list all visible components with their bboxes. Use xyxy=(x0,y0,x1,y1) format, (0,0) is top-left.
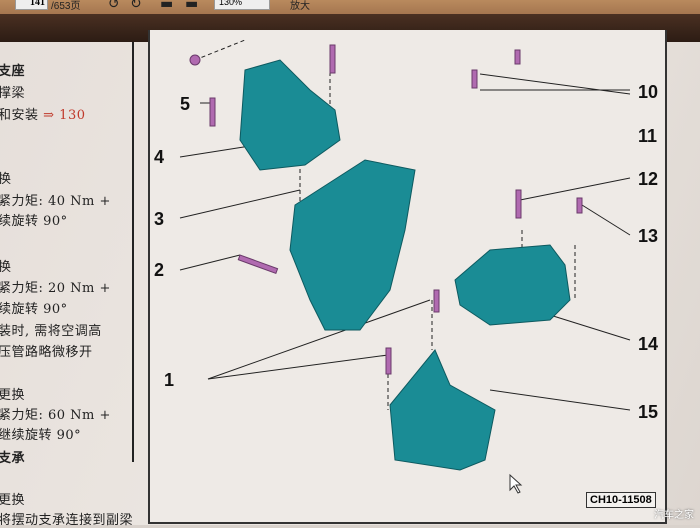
text-line: 装时, 需将空调高 xyxy=(0,324,102,339)
callout-12: 12 xyxy=(638,169,658,189)
text-line: 更换 xyxy=(0,493,26,508)
text-line: 压管路略微移开 xyxy=(0,345,93,360)
callout-2: 2 xyxy=(154,260,164,280)
bolt-head-tl xyxy=(189,54,201,66)
text-line: 续旋转 90° xyxy=(0,214,68,229)
callout-4: 4 xyxy=(154,147,164,167)
callout-11: 11 xyxy=(638,126,657,146)
part-14 xyxy=(454,244,571,326)
text-line: 撑梁 xyxy=(0,86,26,101)
callout-10: 10 xyxy=(638,82,658,102)
bolt-1b xyxy=(385,347,392,375)
text-line: 将摆动支承连接到副梁 xyxy=(0,513,134,528)
column-divider xyxy=(132,42,134,462)
mouse-cursor-icon xyxy=(509,473,523,494)
text-line: 续旋转 90° xyxy=(0,302,68,317)
callout-1: 1 xyxy=(164,370,174,390)
callout-13: 13 xyxy=(638,226,658,246)
bolt-13 xyxy=(576,197,583,214)
text-line: 紧力矩: 40 Nm + xyxy=(0,194,111,209)
text-line: 紧力矩: 20 Nm + xyxy=(0,281,111,296)
bolt-top xyxy=(329,44,336,74)
part-15 xyxy=(389,349,496,471)
zoom-out-icon[interactable]: ▬ xyxy=(160,0,174,12)
text-line: 和安装 xyxy=(0,108,39,123)
bolt-11 xyxy=(471,69,478,89)
callout-3: 3 xyxy=(154,209,164,229)
text-line: 换 xyxy=(0,172,12,187)
pdf-toolbar: 141 /653页 ↺ ↻ ▬ ▬ 130% 放大 xyxy=(0,0,700,14)
document-page: 支座 撑梁 和安装 ⇒ 130 换 紧力矩: 40 Nm + 续旋转 90° 换… xyxy=(0,30,700,528)
watermark: 汽车之家 xyxy=(654,510,694,521)
bolt-12 xyxy=(515,189,522,219)
callout-15: 15 xyxy=(638,402,658,422)
bolt-10 xyxy=(514,49,521,65)
bolt-1a xyxy=(433,289,440,313)
bolt-2 xyxy=(237,254,279,275)
diagram-drawing: 5 4 3 2 1 10 11 12 13 14 15 xyxy=(154,39,658,494)
exploded-diagram: 5 4 3 2 1 10 11 12 13 14 15 CH10-11508 xyxy=(148,30,667,524)
page-total: /653页 xyxy=(51,1,81,12)
figure-id: CH10-11508 xyxy=(586,492,656,508)
text-line: 支承 xyxy=(0,451,26,466)
bolt-5 xyxy=(209,97,216,127)
part-4 xyxy=(239,59,341,171)
part-3 xyxy=(289,159,416,331)
rotate-cw-icon[interactable]: ↻ xyxy=(130,0,142,12)
zoom-in-icon[interactable]: ▬ xyxy=(185,0,199,12)
text-line: 支座 xyxy=(0,64,26,79)
zoom-tool-label[interactable]: 放大 xyxy=(290,1,310,12)
callout-14: 14 xyxy=(638,334,658,354)
text-line: 继续旋转 90° xyxy=(0,428,82,443)
callout-5: 5 xyxy=(180,94,190,114)
text-line: 紧力矩: 60 Nm + xyxy=(0,408,111,423)
zoom-select[interactable]: 130% xyxy=(214,0,270,10)
page-link[interactable]: ⇒ 130 xyxy=(43,108,86,123)
text-line: 换 xyxy=(0,260,12,275)
rotate-ccw-icon[interactable]: ↺ xyxy=(108,0,120,12)
text-line: 更换 xyxy=(0,388,26,403)
page-number-input[interactable]: 141 xyxy=(15,0,48,10)
